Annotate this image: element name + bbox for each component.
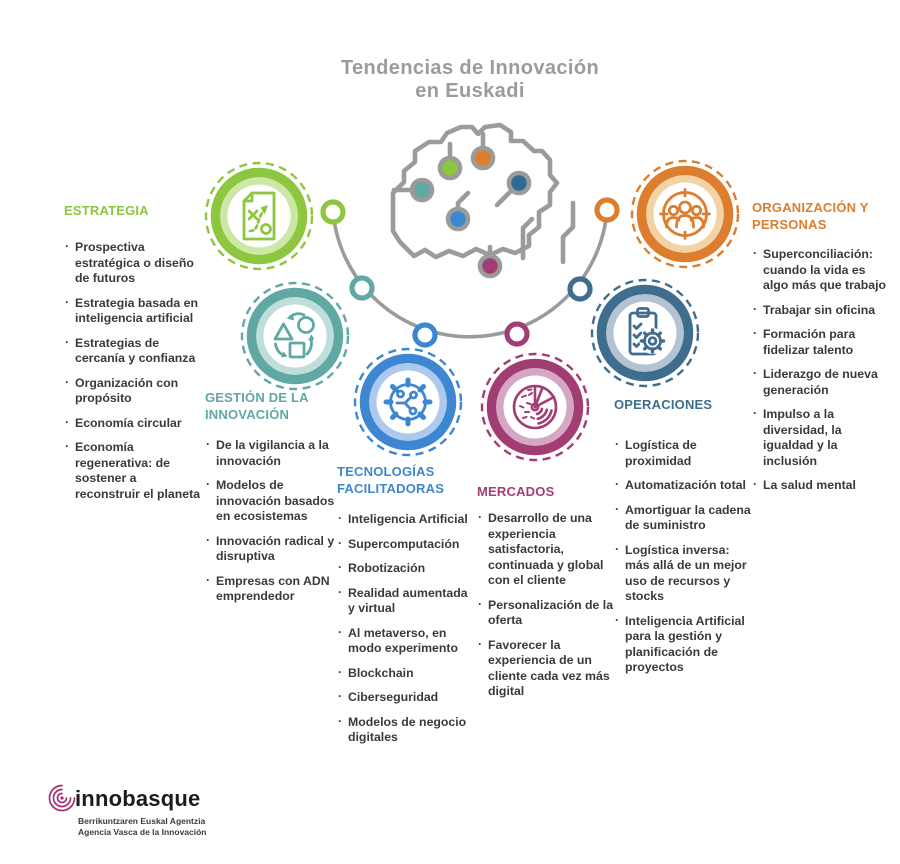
list-item: Empresas con ADN emprendedor [205, 573, 337, 605]
list-item: Desarrollo de una experiencia satisfacto… [477, 510, 615, 589]
category-title-mercados: MERCADOS [477, 484, 555, 499]
list-item: Personalización de la oferta [477, 597, 615, 629]
title-line-1: Tendencias de Innovación [340, 57, 600, 80]
list-item: Prospectiva estratégica o diseño de futu… [64, 239, 204, 287]
list-item: Inteligencia Artificial [337, 511, 473, 528]
innobasque-logo: innobasque Berrikuntzaren Euskal Agentzi… [46, 782, 207, 838]
brain-outline [390, 122, 560, 260]
badge-organizacion-personas [630, 159, 740, 269]
list-item: Ciberseguridad [337, 689, 473, 706]
people-group-icon [659, 188, 711, 240]
list-item: Economía regenerativa: de sostener a rec… [64, 439, 204, 502]
brain-trace [520, 216, 535, 261]
gear-circuit-icon [383, 377, 433, 427]
list-item: Supercomputación [337, 536, 473, 553]
list-item: Amortiguar la cadena de suministro [614, 502, 756, 534]
badge-tecnologias [353, 347, 463, 457]
list-item: Al metaverso, en modo experimento [337, 625, 473, 657]
list-item: Organización con propósito [64, 375, 204, 407]
list-item: La salud mental [752, 477, 894, 494]
pie-chart-icon [512, 384, 558, 430]
title-line-2: en Euskadi [415, 80, 525, 103]
category-title-operaciones: OPERACIONES [614, 397, 713, 412]
list-item: Impulso a la diversidad, la igualdad y l… [752, 406, 894, 469]
arc-node-estrategia [320, 199, 346, 225]
category-title-tecnologias: TECNOLOGÍAS FACILITADORAS [337, 464, 445, 496]
badge-mercados [480, 352, 590, 462]
category-list-mercados: Desarrollo de una experiencia satisfacto… [477, 510, 615, 709]
list-item: Trabajar sin oficina [752, 302, 894, 319]
category-title-gestion: GESTIÓN DE LA INNOVACIÓN [205, 390, 309, 422]
brain-node-green [437, 155, 463, 181]
list-item: Logística inversa: más allá de un mejor … [614, 542, 756, 605]
logo-tagline-basque: Berrikuntzaren Euskal Agentzia [78, 816, 206, 826]
shapes-cycle-icon [273, 312, 315, 359]
list-item: Modelos de negocio digitales [337, 714, 473, 746]
arc-node-organizacion [594, 197, 620, 223]
category-list-estrategia: Prospectiva estratégica o diseño de futu… [64, 239, 204, 511]
logo-tagline-spanish: Agencia Vasca de la Innovación [78, 827, 207, 837]
list-item: Realidad aumentada y virtual [337, 585, 473, 617]
list-item: Estrategias de cercanía y confianza [64, 335, 204, 367]
category-title-organizacion: ORGANIZACIÓN Y PERSONAS [752, 200, 869, 232]
brain-node-orange [470, 145, 496, 171]
list-item: Robotización [337, 560, 473, 577]
category-list-organizacion: Superconciliación: cuando la vida es alg… [752, 246, 894, 503]
logo-wordmark: innobasque [75, 786, 201, 811]
category-list-gestion: De la vigilancia a la innovación Modelos… [205, 437, 337, 614]
brain-nodes [409, 145, 532, 279]
badge-estrategia [204, 161, 314, 271]
brain-node-teal [409, 177, 435, 203]
list-item: De la vigilancia a la innovación [205, 437, 337, 469]
list-item: Superconciliación: cuando la vida es alg… [752, 246, 894, 294]
arc-node-gestion [349, 275, 375, 301]
list-item: Logística de proximidad [614, 437, 756, 469]
arc-nodes [320, 197, 620, 348]
semi-arc [331, 209, 609, 339]
list-item: Automatización total [614, 477, 756, 494]
brain-node-steel [506, 170, 532, 196]
list-item: Modelos de innovación basados en ecosist… [205, 477, 337, 525]
brain-node-blue [445, 206, 471, 232]
list-item: Innovación radical y disruptiva [205, 533, 337, 565]
brain-node-magenta [477, 253, 503, 279]
badge-operaciones [590, 278, 700, 388]
badge-gestion-innovacion [240, 281, 350, 391]
list-item: Estrategia basada en inteligencia artifi… [64, 295, 204, 327]
list-item: Blockchain [337, 665, 473, 682]
arc-node-tecnologias [412, 322, 438, 348]
list-item: Favorecer la experiencia de un cliente c… [477, 637, 615, 700]
page-title: Tendencias de Innovación en Euskadi [120, 57, 820, 103]
category-list-operaciones: Logística de proximidad Automatización t… [614, 437, 756, 685]
list-item: Economía circular [64, 415, 204, 432]
arc-node-operaciones [567, 276, 593, 302]
brain-trace [560, 200, 576, 265]
list-item: Inteligencia Artificial para la gestión … [614, 613, 756, 676]
list-item: Formación para fidelizar talento [752, 326, 894, 358]
strategy-plan-icon [242, 191, 276, 241]
arc-node-mercados [504, 321, 530, 347]
list-item: Liderazgo de nueva generación [752, 366, 894, 398]
category-list-tecnologias: Inteligencia Artificial Supercomputación… [337, 511, 473, 755]
category-title-estrategia: ESTRATEGIA [64, 203, 149, 218]
spiral-icon [48, 784, 76, 812]
clipboard-gear-icon [628, 307, 666, 356]
